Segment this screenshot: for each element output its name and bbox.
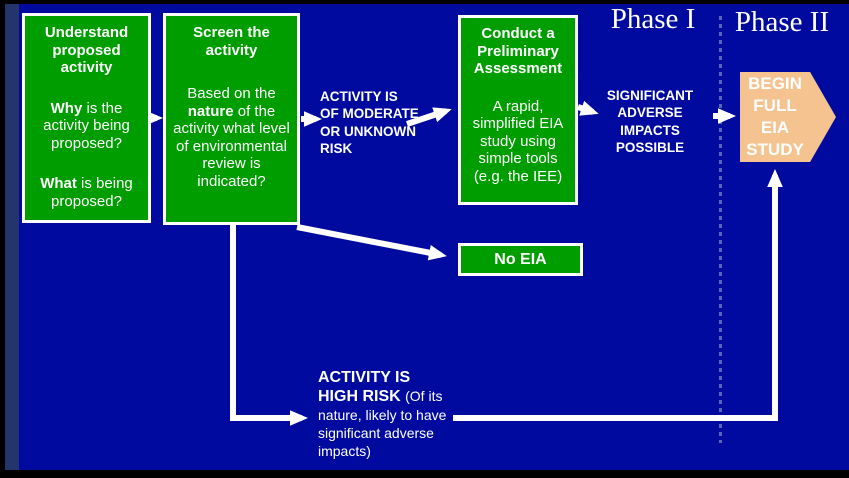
frame-bottom-border <box>0 470 849 478</box>
significant-line-1: SIGNIFICANT <box>606 88 694 103</box>
begin-line-1: BEGIN <box>748 74 802 93</box>
arrow-screen-to-no-eia <box>296 224 447 261</box>
box-screen-title: Screen the activity <box>193 24 270 59</box>
high-risk-rest: (Of its nature, likely to have significa… <box>318 388 447 459</box>
significant-line-2: ADVERSE <box>617 105 683 121</box>
box-no-eia-label: No EIA <box>494 250 547 268</box>
box-understand-title: Understand proposed activity <box>44 24 129 76</box>
box-no-eia: No EIA <box>458 243 583 276</box>
box-screen-body: Based on the nature of the activity what… <box>170 85 293 190</box>
box-understand-proposed-activity: Understand proposed activity Why is the … <box>22 13 151 223</box>
screen-body-pre: Based on the <box>187 85 276 102</box>
label-high-risk: ACTIVITY IS HIGH RISK (Of its nature, li… <box>318 368 478 460</box>
why-rest: is the activity being proposed? <box>43 99 130 152</box>
label-significant-adverse-impacts: SIGNIFICANT ADVERSE IMPACTS POSSIBLE <box>600 87 700 156</box>
begin-line-3: EIA <box>760 118 790 137</box>
begin-line-4: STUDY <box>746 140 804 159</box>
box-preliminary-body: A rapid, simplified EIA study using simp… <box>472 97 564 185</box>
arrow-high-risk-to-begin-full <box>453 169 783 421</box>
arrow-screen-to-high-risk-label <box>230 225 308 426</box>
moderate-line-4: RISK <box>320 140 353 156</box>
box-preliminary-assessment: Conduct a Preliminary Assessment A rapid… <box>458 15 578 205</box>
moderate-line-3: OR UNKNOWN <box>320 123 416 139</box>
box-understand-question-why: Why is the activity being proposed? <box>29 100 144 153</box>
why-bold: Why <box>50 99 83 117</box>
moderate-line-1: ACTIVITY IS <box>320 89 398 104</box>
what-rest: is being proposed? <box>51 175 133 210</box>
what-bold: What <box>40 175 77 192</box>
frame-left-border <box>0 0 5 478</box>
high-risk-bold-line-2: HIGH RISK <box>318 388 406 405</box>
arrow-preliminary-to-significant-label <box>577 100 599 116</box>
high-risk-bold-line-1: ACTIVITY IS <box>318 369 411 386</box>
box-preliminary-title: Conduct a Preliminary Assessment <box>473 25 563 77</box>
phase-1-heading: Phase I <box>610 3 696 35</box>
box-screen-the-activity: Screen the activity Based on the nature … <box>163 13 300 225</box>
phase-divider-dotted-line <box>719 16 722 443</box>
screen-body-nature-bold: nature <box>187 102 234 120</box>
left-accent-stripe <box>5 4 19 470</box>
significant-line-4: POSSIBLE <box>615 139 685 155</box>
phase-2-heading: Phase II <box>734 6 830 38</box>
frame-top-border <box>0 0 849 4</box>
box-begin-full-eia-study: BEGIN FULL EIA STUDY <box>740 72 836 162</box>
significant-line-3: IMPACTS <box>620 122 680 138</box>
box-understand-question-what: What is being proposed? <box>29 175 144 210</box>
screen-body-post: of the activity what level of environmen… <box>173 102 290 190</box>
moderate-line-2: OF MODERATE <box>320 106 419 122</box>
begin-line-2: FULL <box>753 96 797 115</box>
label-moderate-risk: ACTIVITY IS OF MODERATE OR UNKNOWN RISK <box>320 88 419 157</box>
